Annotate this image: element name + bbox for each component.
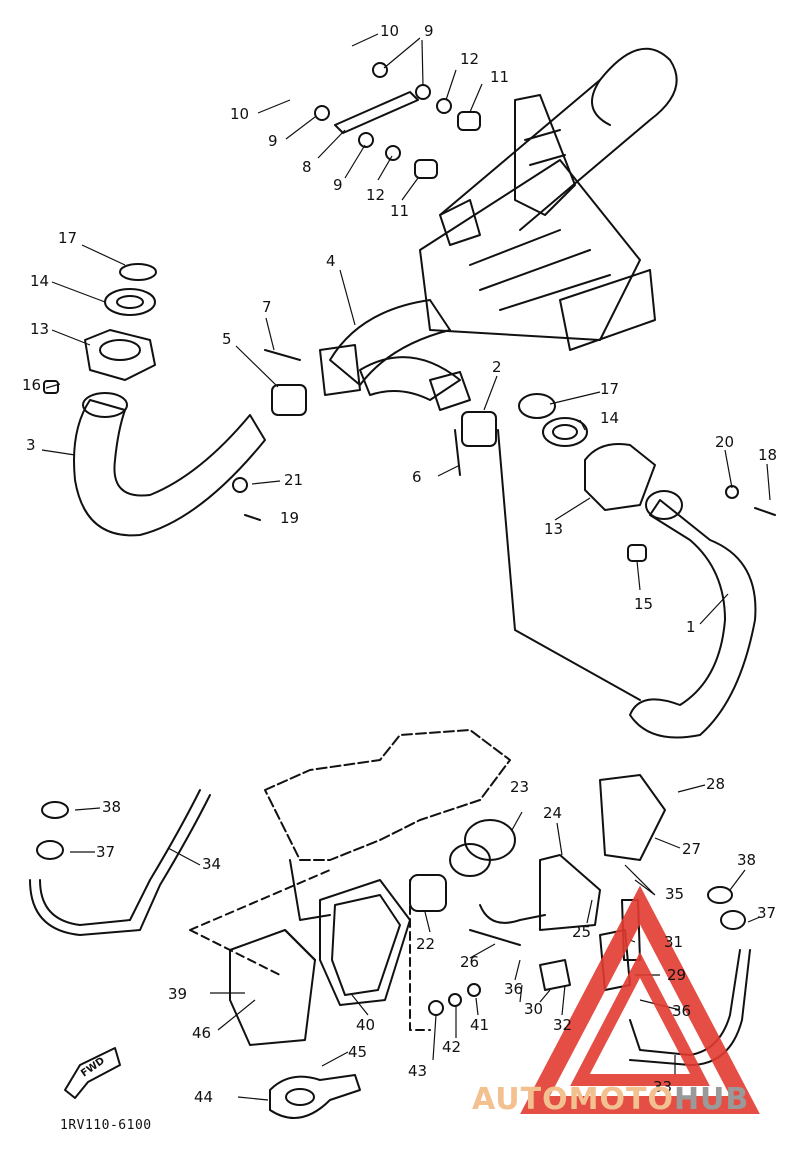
callout-12: 12 — [460, 50, 480, 68]
callout-37: 37 — [96, 843, 116, 861]
callout-11: 11 — [390, 202, 410, 220]
callout-2: 2 — [492, 358, 502, 376]
callout-30: 30 — [524, 1000, 544, 1018]
callout-8: 8 — [302, 158, 312, 176]
callout-28: 28 — [706, 775, 726, 793]
watermark-part-auto: AUTO — [472, 1082, 569, 1117]
callout-36: 36 — [504, 980, 524, 998]
callout-26: 26 — [460, 953, 480, 971]
callout-12: 12 — [366, 186, 386, 204]
callout-42: 42 — [442, 1038, 462, 1056]
callout-23: 23 — [510, 778, 530, 796]
callout-13: 13 — [30, 320, 50, 338]
callout-1: 1 — [686, 618, 696, 636]
callout-38: 38 — [737, 851, 757, 869]
callout-31: 31 — [664, 933, 684, 951]
watermark-text: AUTOMOTOHUB — [472, 1085, 749, 1115]
callout-9: 9 — [268, 132, 278, 150]
callout-6: 6 — [412, 468, 422, 486]
callout-25: 25 — [572, 923, 592, 941]
callout-20: 20 — [715, 433, 735, 451]
callout-19: 19 — [280, 509, 300, 527]
exhaust-pipe-4 — [329, 299, 451, 386]
callout-3: 3 — [26, 436, 36, 454]
callout-38: 38 — [102, 798, 122, 816]
callout-5: 5 — [222, 330, 232, 348]
callout-46: 46 — [192, 1024, 212, 1042]
callout-43: 43 — [408, 1062, 428, 1080]
callout-16: 16 — [22, 376, 42, 394]
callout-14: 14 — [600, 409, 620, 427]
callout-36: 36 — [672, 1002, 692, 1020]
callout-27: 27 — [682, 840, 702, 858]
callout-17: 17 — [58, 229, 78, 247]
callout-14: 14 — [30, 272, 50, 290]
callout-18: 18 — [758, 446, 778, 464]
callout-32: 32 — [553, 1016, 573, 1034]
muffler-assembly — [419, 47, 678, 351]
callout-44: 44 — [194, 1088, 214, 1106]
callout-10: 10 — [230, 105, 250, 123]
callout-10: 10 — [380, 22, 400, 40]
callout-41: 41 — [470, 1016, 490, 1034]
watermark-logo — [520, 885, 760, 1114]
watermark-part-moto: MOTO — [568, 1082, 674, 1117]
callout-39: 39 — [168, 985, 188, 1003]
callout-9: 9 — [424, 22, 434, 40]
callout-15: 15 — [634, 595, 654, 613]
callout-22: 22 — [416, 935, 436, 953]
callout-37: 37 — [757, 904, 777, 922]
callout-13: 13 — [544, 520, 564, 538]
callout-29: 29 — [667, 966, 687, 984]
callout-17: 17 — [600, 380, 620, 398]
exhaust-pipe-1 — [629, 499, 757, 739]
callout-40: 40 — [356, 1016, 376, 1034]
watermark-part-hub: HUB — [673, 1082, 750, 1117]
callout-33: 33 — [653, 1078, 673, 1096]
callout-4: 4 — [326, 252, 336, 270]
callout-7: 7 — [262, 298, 272, 316]
callout-45: 45 — [348, 1043, 368, 1061]
callout-34: 34 — [202, 855, 222, 873]
callout-24: 24 — [543, 804, 563, 822]
callout-11: 11 — [490, 68, 510, 86]
diagram-code: 1RV110-6100 — [60, 1118, 152, 1133]
callout-21: 21 — [284, 471, 304, 489]
callout-9: 9 — [333, 176, 343, 194]
exhaust-pipe-3 — [73, 399, 266, 537]
callout-35: 35 — [665, 885, 685, 903]
